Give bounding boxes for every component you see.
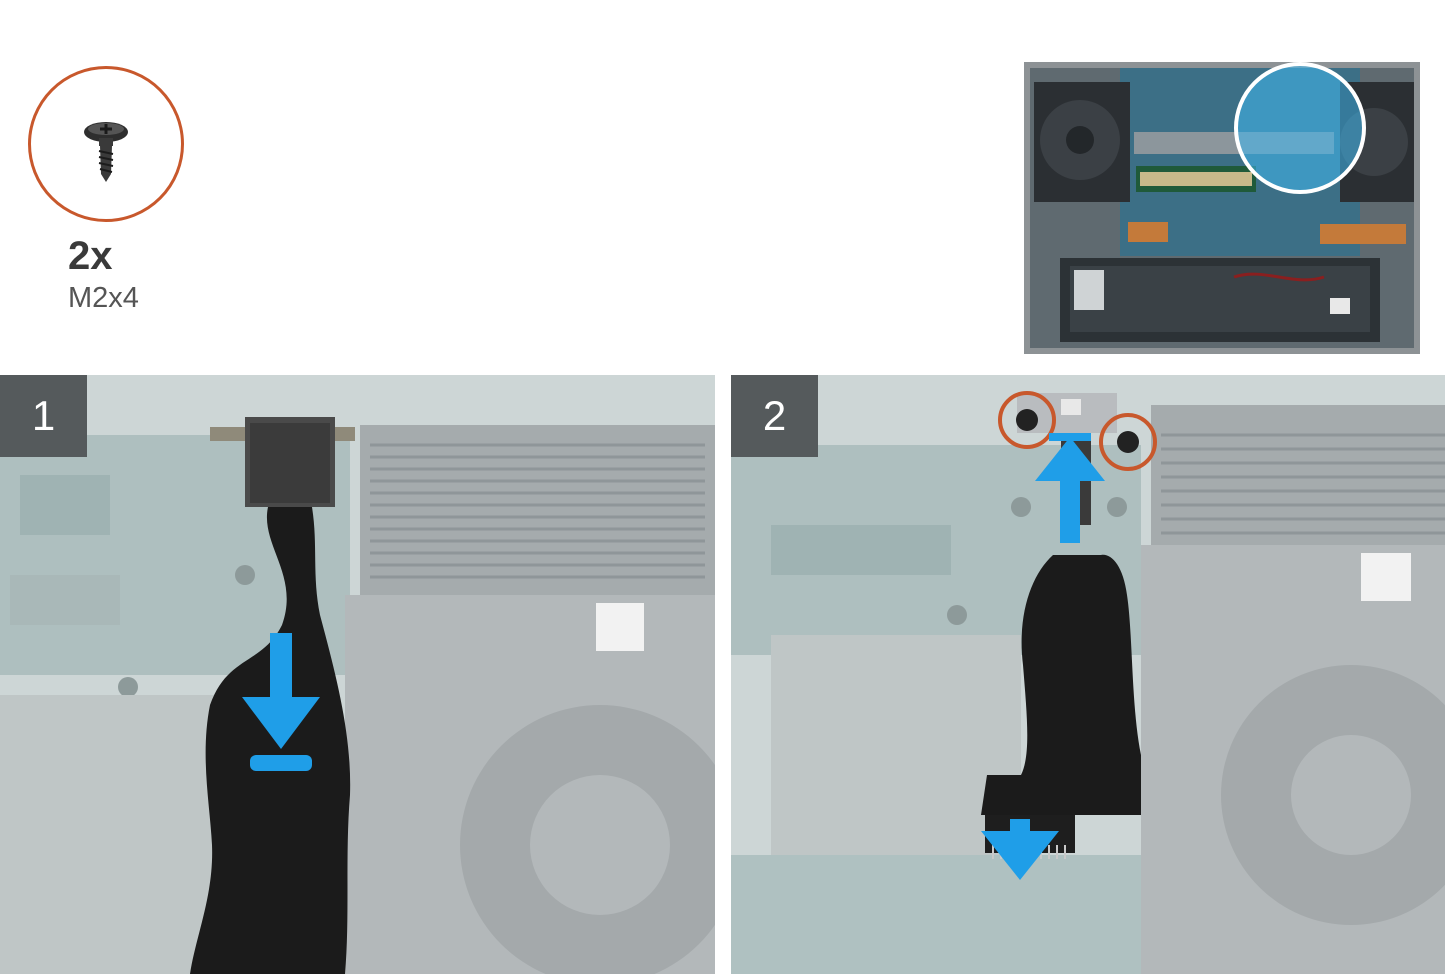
step-2-illustration — [731, 375, 1445, 974]
step-2-up-arrow-shaft — [1060, 479, 1080, 543]
step-2-up-arrow-head — [1035, 437, 1105, 481]
screw-icon — [84, 122, 128, 182]
step-1-badge: 1 — [0, 375, 87, 457]
screw-count: 2x — [68, 234, 113, 278]
screw-callout-ring — [28, 66, 184, 222]
step-2-badge: 2 — [731, 375, 818, 457]
step-1-arrow-head — [242, 697, 320, 749]
overview-highlight-circle — [1234, 62, 1366, 194]
step-1-illustration — [0, 375, 715, 974]
screw-size: M2x4 — [68, 282, 139, 314]
step-2-down-arrow-head — [981, 831, 1059, 880]
step-1-panel: 1 — [0, 375, 715, 974]
step-1-arrow-shaft — [270, 633, 292, 703]
step-2-panel: 2 — [731, 375, 1445, 974]
screw-highlight-1 — [998, 391, 1056, 449]
laptop-overview-image — [1024, 62, 1420, 354]
screw-highlight-2 — [1099, 413, 1157, 471]
